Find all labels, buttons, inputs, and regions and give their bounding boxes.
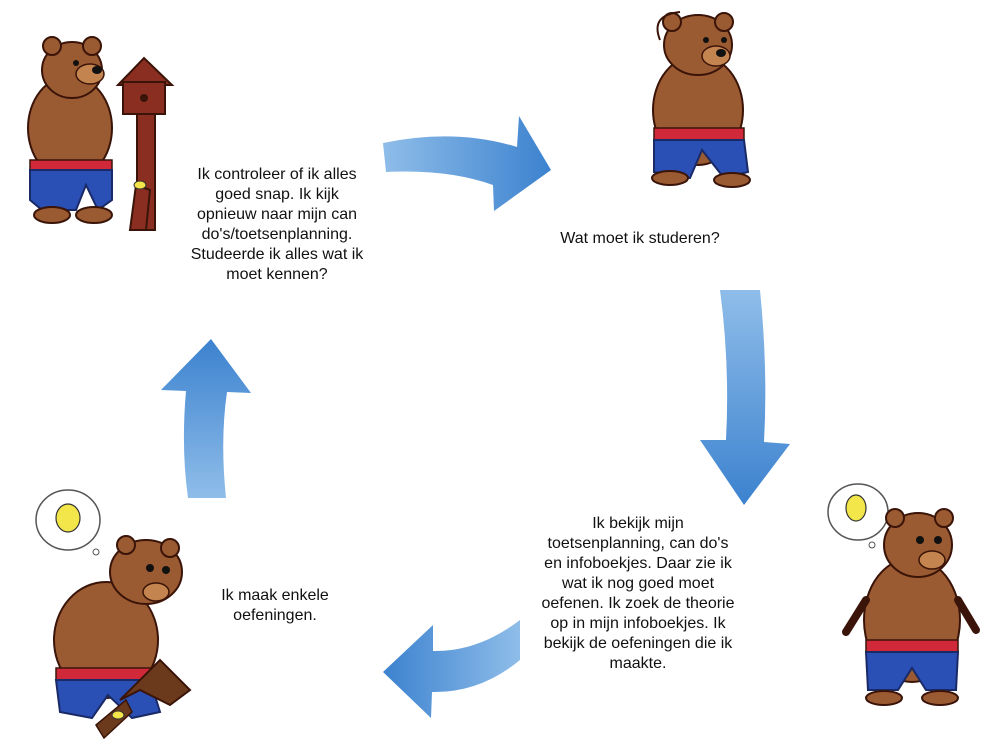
arrow-left-icon: [161, 339, 251, 498]
step-look-text: Ik bekijk mijn toetsenplanning, can do's…: [518, 514, 758, 674]
step-look-line: maakte.: [609, 655, 667, 672]
step-what-line: Wat moet ik studeren?: [560, 230, 720, 247]
step-exercise-line: oefeningen.: [233, 607, 317, 624]
step-look-line: wat ik nog goed moet: [561, 575, 715, 592]
step-check-line: do's/toetsenplanning.: [201, 226, 353, 243]
bear-birdhouse-illustration: [27, 36, 175, 231]
step-check-line: Studeerde ik alles wat ik: [190, 246, 364, 263]
step-check-line: Ik controleer of ik alles: [197, 166, 357, 183]
bear-building-illustration: [35, 489, 192, 740]
step-look-line: en infoboekjes. Daar zie ik: [544, 555, 732, 572]
bear-lightbulb-illustration: [827, 483, 980, 706]
step-look-line: toetsenplanning, can do's: [547, 535, 729, 552]
step-what-text: Wat moet ik studeren?: [535, 229, 745, 249]
step-look-line: bekijk de oefeningen die ik: [543, 635, 733, 652]
step-look-line: oefenen. Ik zoek de theorie: [541, 595, 735, 612]
step-look-line: Ik bekijk mijn: [592, 515, 684, 532]
arrow-right-icon: [700, 290, 790, 505]
arrow-bottom-icon: [383, 620, 520, 718]
step-check-line: moet kennen?: [226, 266, 328, 283]
bear-thinking-illustration: [651, 11, 751, 188]
step-check-text: Ik controleer of ik alles goed snap. Ik …: [172, 165, 382, 285]
step-look-line: op in mijn infoboekjes. Ik: [550, 615, 726, 632]
step-check-line: opnieuw naar mijn can: [196, 206, 358, 223]
step-check-line: goed snap. Ik kijk: [215, 186, 339, 203]
arrow-top-icon: [383, 116, 551, 211]
step-exercise-text: Ik maak enkele oefeningen.: [200, 586, 350, 626]
step-exercise-line: Ik maak enkele: [221, 587, 329, 604]
